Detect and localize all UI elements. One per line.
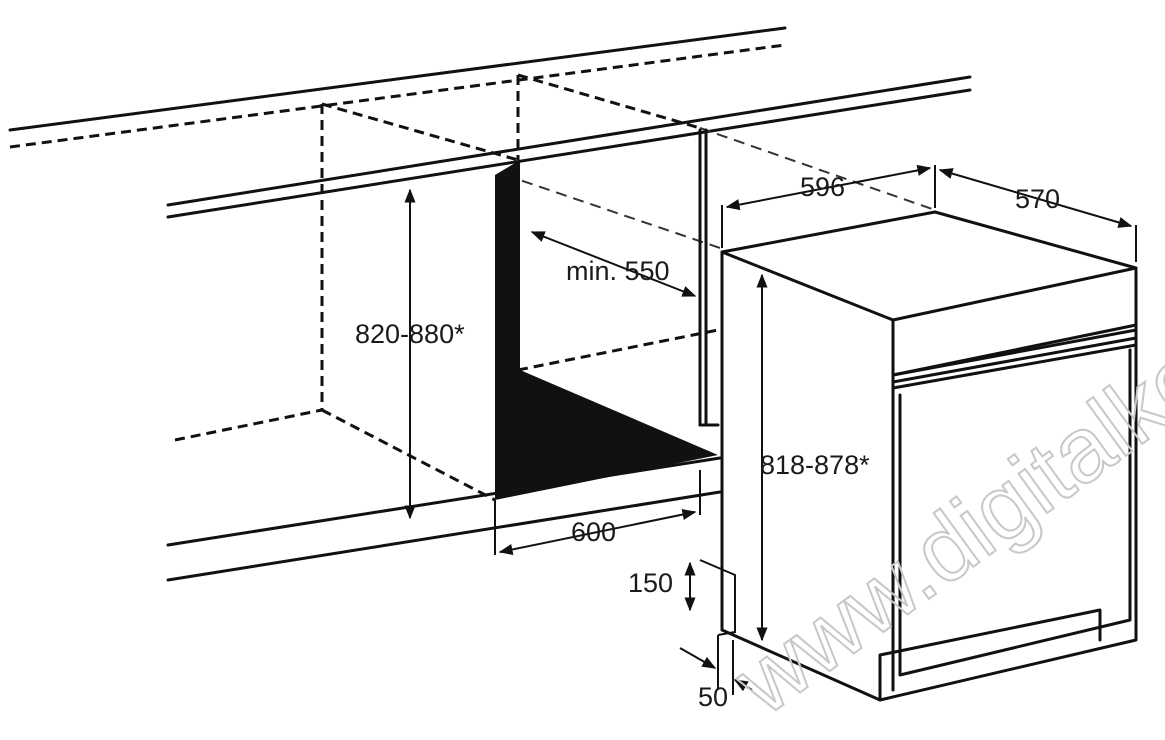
dim-plinth-depth: 50 <box>698 682 728 712</box>
cabinet-front-rails <box>166 75 972 582</box>
dim-niche-depth: min. 550 <box>566 256 670 286</box>
dim-plinth-depth-lines <box>679 635 753 695</box>
dim-plinth-height-lines <box>684 559 736 636</box>
dim-appliance-width-lines <box>721 164 936 248</box>
niche-right-edge <box>698 128 720 427</box>
niche-side-wall <box>495 160 718 500</box>
dim-niche-height: 820-880* <box>355 319 465 349</box>
dim-appliance-height: 818-878* <box>760 450 870 480</box>
watermark: www.digitalko.hu <box>716 249 1165 735</box>
worktop-upper <box>8 26 787 149</box>
dim-appliance-depth-lines <box>938 168 1137 262</box>
dishwasher-body <box>720 210 1138 702</box>
dim-niche-depth-lines <box>530 231 697 297</box>
dim-appliance-depth: 570 <box>1015 184 1060 214</box>
dim-niche-width-lines <box>494 470 701 555</box>
dim-plinth-height: 150 <box>628 568 673 598</box>
dim-niche-width: 600 <box>571 517 616 547</box>
dim-appliance-width: 596 <box>800 172 845 202</box>
